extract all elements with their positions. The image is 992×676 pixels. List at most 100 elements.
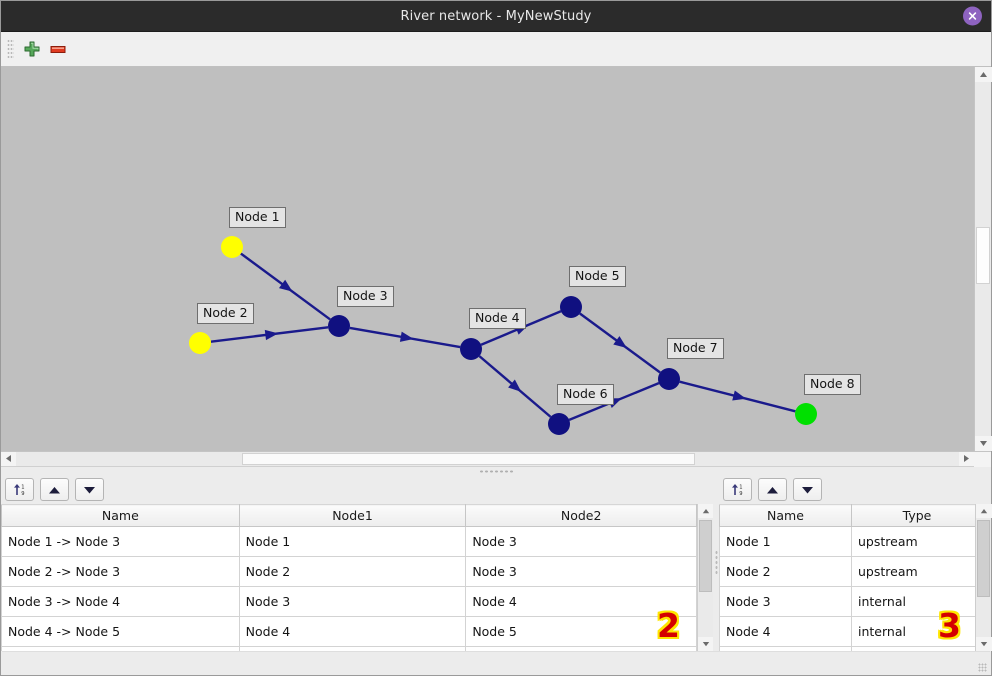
table-row-empty[interactable]	[719, 646, 975, 651]
pane-splitter[interactable]	[1, 466, 991, 475]
scroll-up-icon[interactable]	[698, 504, 714, 518]
graph-node-label[interactable]: Node 3	[337, 286, 394, 307]
close-icon[interactable]	[963, 6, 982, 26]
tables-splitter[interactable]	[713, 475, 719, 651]
table-cell[interactable]: Node 4	[465, 586, 697, 617]
graph-vscroll-track[interactable]	[975, 82, 991, 436]
table-cell-empty[interactable]	[851, 646, 975, 651]
table-cell[interactable]: Node 1	[238, 526, 467, 557]
graph-node[interactable]	[658, 368, 680, 390]
sort-ascending-icon[interactable]: 1 9	[5, 478, 34, 501]
column-header[interactable]: Type	[851, 504, 975, 527]
move-up-icon[interactable]	[758, 478, 787, 501]
table-cell[interactable]: internal	[851, 616, 975, 647]
table-cell[interactable]: Node 2	[238, 556, 467, 587]
graph-hscroll-thumb[interactable]	[242, 453, 695, 465]
table-cell[interactable]: Node 3	[465, 526, 697, 557]
table-cell[interactable]: Node 4	[719, 616, 852, 647]
sort-ascending-icon[interactable]: 1 9	[723, 478, 752, 501]
graph-node[interactable]	[328, 315, 350, 337]
graph-vertical-scrollbar[interactable]	[974, 67, 992, 451]
graph-horizontal-scrollbar[interactable]	[1, 451, 991, 467]
graph-node[interactable]	[795, 403, 817, 425]
column-header[interactable]: Node2	[465, 504, 697, 527]
resize-grip[interactable]	[978, 663, 987, 672]
table-cell[interactable]: Node 5	[465, 616, 697, 647]
reaches-vscroll-track[interactable]	[698, 518, 713, 637]
graph-vscroll-thumb[interactable]	[976, 227, 990, 284]
scroll-right-icon[interactable]	[959, 452, 974, 465]
remove-node-icon[interactable]	[45, 36, 71, 62]
move-down-icon[interactable]	[793, 478, 822, 501]
table-cell[interactable]: Node 2 -> Node 3	[1, 556, 240, 587]
table-cell[interactable]: Node 3 -> Node 4	[1, 586, 240, 617]
graph-node[interactable]	[221, 236, 243, 258]
nodes-vscroll-thumb[interactable]	[977, 520, 990, 597]
move-up-icon[interactable]	[40, 478, 69, 501]
network-graph-canvas[interactable]: Node 1 Node 2 Node 3 Node 4 Node 5 Node 6 Node…	[1, 67, 974, 451]
table-cell[interactable]: Node 4 -> Node 5	[1, 616, 240, 647]
table-cell[interactable]: Node 1	[719, 526, 852, 557]
graph-node-label[interactable]: Node 2	[197, 303, 254, 324]
graph-edge-arrow	[264, 329, 279, 341]
graph-hscroll-track[interactable]	[16, 452, 959, 466]
scroll-down-icon[interactable]	[698, 637, 714, 651]
graph-node[interactable]	[189, 332, 211, 354]
table-cell[interactable]: upstream	[851, 556, 975, 587]
add-node-icon[interactable]	[19, 36, 45, 62]
scroll-left-icon[interactable]	[1, 452, 16, 465]
table-cell[interactable]: Node 2	[719, 556, 852, 587]
graph-node-label[interactable]: Node 6	[557, 384, 614, 405]
nodes-vertical-scrollbar[interactable]	[975, 504, 992, 651]
scroll-up-icon[interactable]	[975, 67, 992, 82]
table-cell-empty[interactable]	[1, 646, 240, 651]
graph-node[interactable]	[560, 296, 582, 318]
scroll-down-icon[interactable]	[975, 436, 992, 451]
graph-node[interactable]	[548, 413, 570, 435]
table-cell[interactable]: Node 4	[238, 616, 467, 647]
scroll-down-icon[interactable]	[976, 637, 992, 651]
table-cell-empty[interactable]	[465, 646, 697, 651]
graph-node-label[interactable]: Node 5	[569, 266, 626, 287]
column-header[interactable]: Name	[719, 504, 852, 527]
table-cell[interactable]: Node 3	[465, 556, 697, 587]
column-header[interactable]: Name	[1, 504, 240, 527]
scrollbar-corner	[974, 452, 991, 467]
table-cell[interactable]: Node 3	[238, 586, 467, 617]
table-cell[interactable]: Node 1 -> Node 3	[1, 526, 240, 557]
column-header[interactable]: Node1	[238, 504, 467, 527]
reaches-vertical-scrollbar[interactable]	[697, 504, 714, 651]
window-titlebar: River network - MyNewStudy	[1, 1, 991, 32]
status-bar	[2, 651, 990, 674]
table-cell[interactable]: Node 3	[719, 586, 852, 617]
nodes-vscroll-track[interactable]	[976, 518, 991, 637]
scroll-up-icon[interactable]	[976, 504, 992, 518]
table-cell[interactable]: internal	[851, 586, 975, 617]
graph-node-label[interactable]: Node 1	[229, 207, 286, 228]
graph-node[interactable]	[460, 338, 482, 360]
toolbar-drag-handle[interactable]	[7, 39, 14, 59]
reaches-vscroll-thumb[interactable]	[699, 520, 712, 592]
graph-node-label[interactable]: Node 4	[469, 308, 526, 329]
graph-node-label[interactable]: Node 7	[667, 338, 724, 359]
table-row-empty[interactable]	[1, 646, 697, 651]
table-cell[interactable]: upstream	[851, 526, 975, 557]
graph-node-label[interactable]: Node 8	[804, 374, 861, 395]
move-down-icon[interactable]	[75, 478, 104, 501]
